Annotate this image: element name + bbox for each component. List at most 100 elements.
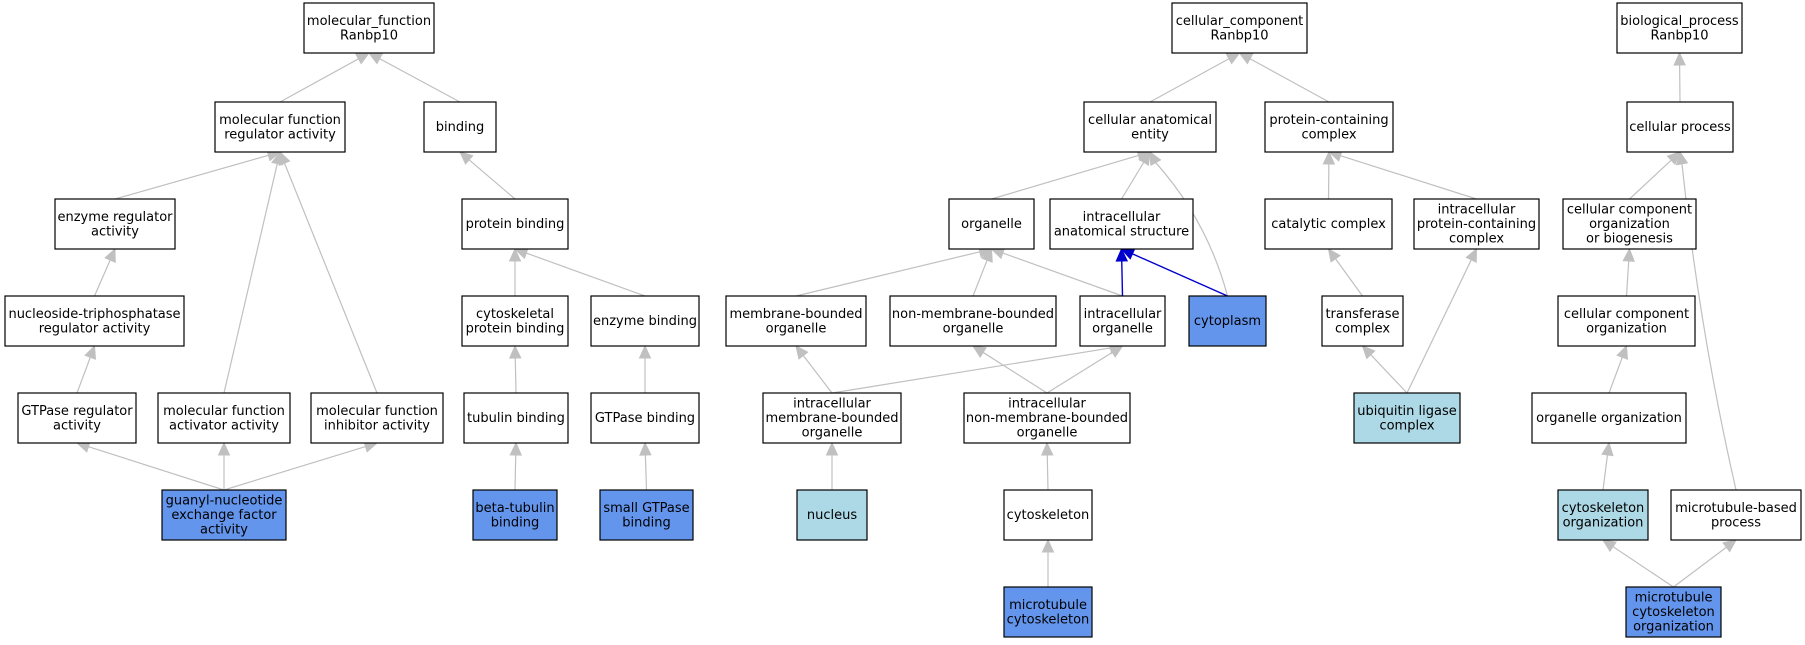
- node-label-line: organization: [1563, 515, 1644, 530]
- edge-cytoplasm-to-intracellular_anatomical_structure: [1132, 253, 1228, 297]
- node-label-line: organization: [1586, 321, 1667, 336]
- go-term-node-nucleus[interactable]: nucleus: [796, 489, 868, 541]
- node-label-line: molecular function: [163, 404, 285, 419]
- go-term-node-enzyme-binding[interactable]: enzyme binding: [590, 295, 700, 347]
- arrowhead-intracellular_organelle-to-intracellular_anatomical_structure: [1115, 247, 1129, 262]
- node-box: [1626, 101, 1734, 153]
- arrowhead-gtpase_binding-to-enzyme_binding: [638, 344, 652, 359]
- node-label-line: inhibitor activity: [324, 418, 430, 433]
- go-term-node-gtpase-binding[interactable]: GTPase binding: [590, 392, 700, 444]
- arrowhead-cytoskeleton_organization-to-organelle_organization: [1601, 441, 1614, 457]
- edge-mf_inhibitor-to-mf_regulator: [283, 162, 378, 394]
- node-label-line: binding: [491, 515, 539, 530]
- arrowhead-cellular_process-to-bp_root: [1673, 51, 1686, 66]
- arrowhead-intracellular_anatomical_structure-to-cellular_anatomical_entity: [1138, 150, 1151, 166]
- node-label-line: organelle: [1017, 426, 1078, 441]
- go-term-node-catalytic-complex[interactable]: catalytic complex: [1264, 198, 1393, 250]
- go-term-node-intracellular-non-membrane-bounded-organelle[interactable]: intracellularnon-membrane-boundedorganel…: [963, 392, 1131, 444]
- node-label-line: activity: [91, 224, 139, 239]
- node-box: [948, 198, 1035, 250]
- arrowhead-non_membrane_bounded_organelle-to-organelle: [981, 247, 993, 263]
- arrowhead-protein_containing_complex-to-cc_root: [1238, 52, 1254, 65]
- edge-organelle-to-cellular_anatomical_entity: [991, 154, 1139, 200]
- go-term-node-binding[interactable]: binding: [423, 101, 497, 153]
- node-label-line: cytoskeleton: [1632, 605, 1715, 620]
- node-label-line: nucleoside-triphosphatase: [8, 307, 180, 322]
- edge-mf_regulator-to-mf_root: [279, 58, 359, 103]
- node-box: [1531, 392, 1687, 444]
- node-label-line: cytoskeleton: [1007, 612, 1090, 627]
- go-term-node-cytoskeleton[interactable]: cytoskeleton: [1003, 489, 1093, 541]
- node-label-line: enzyme regulator: [57, 210, 173, 225]
- arrowhead-tubulin_binding-to-cytoskeletal_protein_binding: [508, 344, 522, 359]
- edge-enzyme_binding-to-protein_binding: [526, 252, 646, 297]
- node-box: [310, 392, 444, 444]
- node-box: [4, 295, 185, 347]
- node-label-line: guanyl-nucleotide: [166, 494, 283, 509]
- node-box: [1083, 101, 1217, 153]
- node-label-line: complex: [1301, 127, 1356, 142]
- go-term-node-organelle[interactable]: organelle: [948, 198, 1035, 250]
- edge-mf_activator-to-mf_regulator: [223, 163, 278, 394]
- node-box: [463, 392, 569, 444]
- node-label-line: beta-tubulin: [475, 501, 554, 516]
- node-box: [1321, 295, 1404, 347]
- edge-enzyme_regulator-to-mf_regulator: [114, 154, 269, 200]
- edge-intracellular_organelle-to-organelle: [1002, 252, 1123, 297]
- go-term-node-organelle-organization[interactable]: organelle organization: [1531, 392, 1687, 444]
- arrowhead-ntpase_regulator-to-enzyme_regulator: [104, 247, 116, 263]
- edge-intracellular_membrane_bounded_organelle-to-membrane_bounded_organelle: [802, 355, 833, 394]
- arrowhead-binding-to-mf_root: [367, 52, 383, 65]
- arrowhead-gtpase_regulator-to-ntpase_regulator: [84, 344, 97, 360]
- edge-protein_binding-to-binding: [468, 159, 516, 200]
- edge-organelle_organization-to-cc_organization: [1608, 357, 1623, 394]
- node-box: [1171, 2, 1308, 54]
- go-term-node-protein-binding[interactable]: protein binding: [461, 198, 569, 250]
- node-box: [590, 295, 700, 347]
- node-label-line: organelle: [943, 321, 1004, 336]
- node-label-line: microtubule-based: [1675, 501, 1797, 516]
- edge-intracellular_organelle-to-intracellular_anatomical_structure: [1121, 260, 1124, 297]
- arrowhead-intracellular_non_membrane_bounded_organelle-to-non_membrane_bounded_organelle: [971, 345, 987, 359]
- edge-non_membrane_bounded_organelle-to-organelle: [972, 259, 988, 297]
- go-term-node-cellular-process[interactable]: cellular process: [1626, 101, 1734, 153]
- node-label-line: intracellular: [1083, 210, 1161, 225]
- go-term-node-cytoplasm[interactable]: cytoplasm: [1188, 295, 1267, 347]
- arrowhead-organelle_organization-to-cc_organization: [1616, 344, 1629, 360]
- node-box: [599, 489, 694, 541]
- node-label-line: protein-containing: [1417, 217, 1536, 232]
- go-term-node-tubulin-binding[interactable]: tubulin binding: [463, 392, 569, 444]
- edges-layer: [75, 51, 1737, 588]
- node-box: [963, 392, 1131, 444]
- node-label-line: intracellular: [793, 397, 871, 412]
